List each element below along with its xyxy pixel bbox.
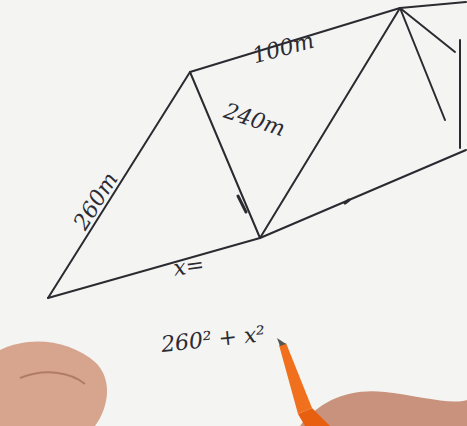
hand [300, 391, 467, 426]
unknown-label: x= [172, 254, 206, 280]
dimension-label: 240m [221, 100, 288, 140]
slant-line [190, 72, 260, 238]
triangle-lines [48, 2, 466, 298]
dimension-label: 260m [70, 169, 122, 234]
top-line [190, 8, 400, 72]
top-line [400, 2, 466, 8]
hand [20, 372, 85, 384]
hand [0, 341, 107, 426]
pen-tip [277, 338, 286, 346]
side-line [459, 40, 461, 148]
tick-mark [345, 200, 349, 203]
slant-line [400, 8, 445, 120]
base-line [260, 150, 466, 238]
base-line [48, 238, 260, 298]
tick-mark [238, 196, 246, 212]
dimension-label: 100m [250, 30, 316, 68]
pen [298, 408, 330, 426]
equation-note: 260² + x² [160, 323, 266, 356]
pen [279, 343, 312, 414]
